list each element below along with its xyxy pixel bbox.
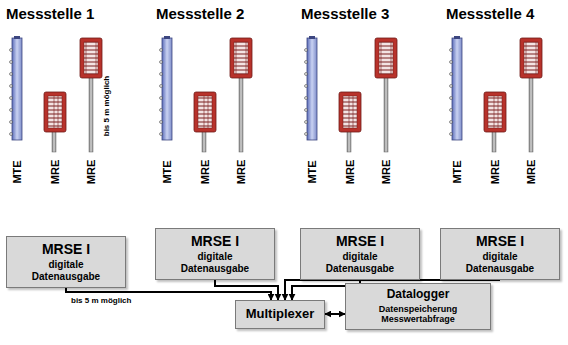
sensor-label: MTE bbox=[306, 160, 318, 183]
length-note: bis 5 m möglich bbox=[102, 76, 111, 136]
sensor-label: MRE bbox=[235, 160, 247, 184]
station-heading: Messstelle 1 bbox=[6, 5, 94, 22]
box-subtitle: digitale Datenausgabe bbox=[460, 251, 540, 274]
interface-box: MRSE I digitale Datenausgabe bbox=[6, 236, 126, 288]
sensor-label: MRE bbox=[85, 160, 97, 184]
connector bbox=[325, 313, 345, 315]
sensor-label: MTE bbox=[161, 160, 173, 183]
box-title: MRSE I bbox=[307, 233, 413, 249]
sensor-label: MTE bbox=[11, 160, 23, 183]
box-title: MRSE I bbox=[13, 241, 119, 257]
sensor-label: MRE bbox=[344, 160, 356, 184]
sensor-label: MRE bbox=[489, 160, 501, 184]
box-subtitle: Datenspeicherung Messwertabfrage bbox=[368, 304, 468, 325]
interface-box: MRSE I digitale Datenausgabe bbox=[440, 228, 560, 280]
box-title: MRSE I bbox=[447, 233, 553, 249]
sensor-label: MRE bbox=[380, 160, 392, 184]
box-subtitle: digitale Datenausgabe bbox=[26, 259, 106, 282]
box-subtitle: digitale Datenausgabe bbox=[320, 251, 400, 274]
edge-label: bis 5 m möglich bbox=[70, 296, 132, 305]
sensor-label: MRE bbox=[49, 160, 61, 184]
box-title: Datalogger bbox=[352, 288, 484, 302]
interface-box: MRSE I digitale Datenausgabe bbox=[300, 228, 420, 280]
station-heading: Messstelle 2 bbox=[156, 5, 244, 22]
multiplexer-box: Multiplexer bbox=[235, 300, 325, 329]
datalogger-box: DataloggerDatenspeicherung Messwertabfra… bbox=[345, 283, 491, 330]
sensor-label: MRE bbox=[199, 160, 211, 184]
sensor-label: MRE bbox=[525, 160, 537, 184]
connector bbox=[215, 280, 278, 300]
sensor-label: MTE bbox=[451, 160, 463, 183]
station-heading: Messstelle 4 bbox=[446, 5, 534, 22]
box-title: Multiplexer bbox=[242, 307, 318, 322]
box-title: MRSE I bbox=[162, 233, 268, 249]
station-heading: Messstelle 3 bbox=[301, 5, 389, 22]
box-subtitle: digitale Datenausgabe bbox=[175, 251, 255, 274]
interface-box: MRSE I digitale Datenausgabe bbox=[155, 228, 275, 280]
